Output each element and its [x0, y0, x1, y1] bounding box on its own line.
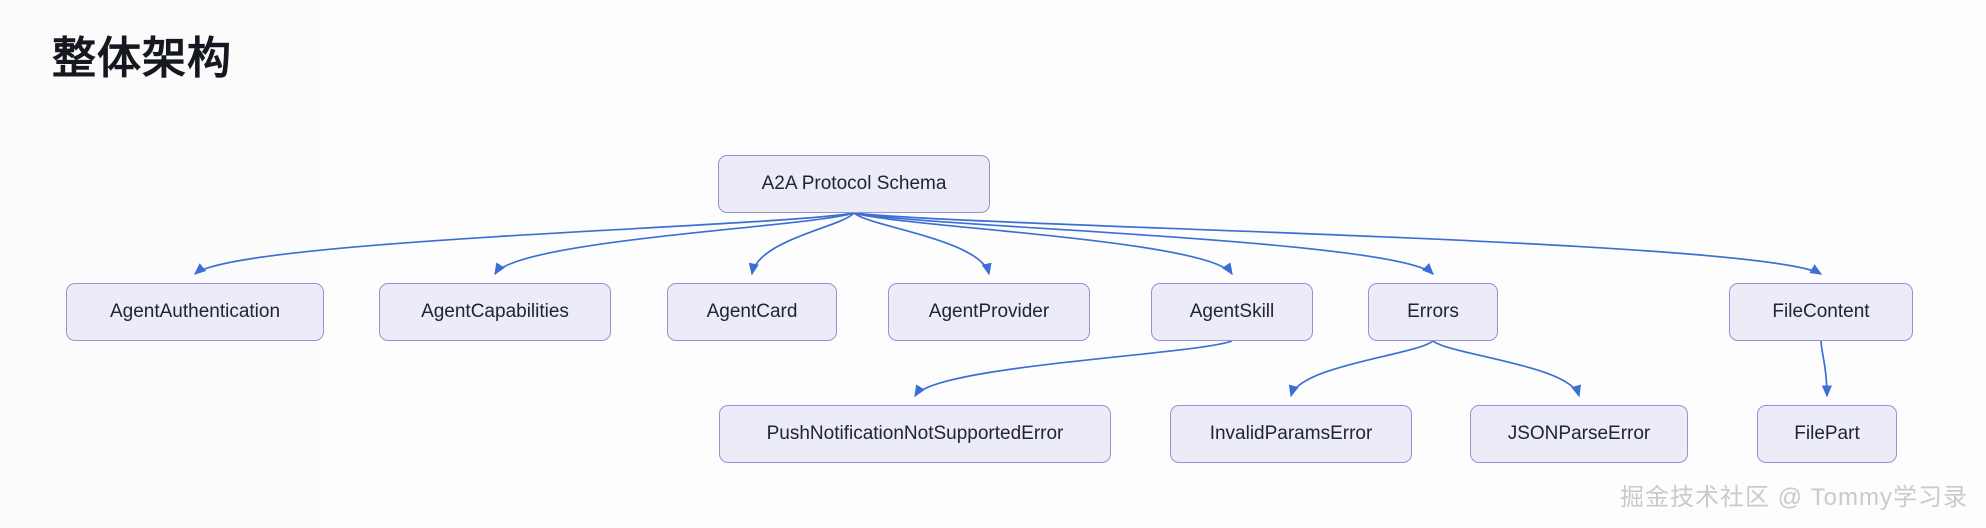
node-n-file[interactable]: FileContent: [1729, 283, 1913, 341]
node-n-push[interactable]: PushNotificationNotSupportedError: [719, 405, 1111, 463]
node-n-cap[interactable]: AgentCapabilities: [379, 283, 611, 341]
background-band-main: [318, 0, 1986, 528]
node-label: AgentCard: [706, 301, 798, 322]
node-label: FilePart: [1794, 423, 1860, 444]
node-n-err[interactable]: Errors: [1368, 283, 1498, 341]
node-label: InvalidParamsError: [1209, 423, 1373, 444]
node-label: FileContent: [1772, 301, 1870, 322]
watermark: 掘金技术社区 @ Tommy学习录: [1619, 484, 1968, 511]
node-n-card[interactable]: AgentCard: [667, 283, 837, 341]
node-label: AgentSkill: [1189, 301, 1275, 322]
node-label: AgentCapabilities: [421, 301, 569, 322]
node-label: AgentAuthentication: [109, 301, 281, 322]
node-n-auth[interactable]: AgentAuthentication: [66, 283, 324, 341]
node-label: AgentProvider: [928, 301, 1050, 322]
node-label: Errors: [1407, 301, 1459, 322]
node-root[interactable]: A2A Protocol Schema: [718, 155, 990, 213]
node-n-json[interactable]: JSONParseError: [1470, 405, 1688, 463]
node-n-part[interactable]: FilePart: [1757, 405, 1897, 463]
node-label: JSONParseError: [1507, 423, 1651, 444]
node-n-skill[interactable]: AgentSkill: [1151, 283, 1313, 341]
node-label: PushNotificationNotSupportedError: [766, 423, 1064, 444]
node-n-inv[interactable]: InvalidParamsError: [1170, 405, 1412, 463]
page-title: 整体架构: [52, 34, 232, 83]
node-n-prov[interactable]: AgentProvider: [888, 283, 1090, 341]
node-label: A2A Protocol Schema: [761, 173, 947, 194]
